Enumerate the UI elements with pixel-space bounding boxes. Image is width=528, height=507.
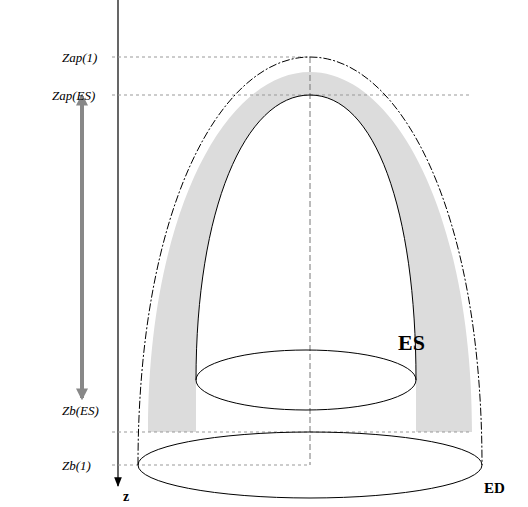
z-axis (117, 0, 118, 486)
level-label: Zap(ES) (52, 89, 95, 102)
level-label: Zap(1) (62, 51, 97, 64)
ed-contour (138, 57, 482, 465)
range-arrow (80, 96, 84, 398)
level-label: Zb(ES) (62, 404, 99, 417)
level-lines (112, 57, 472, 465)
phase-label: ES (398, 332, 425, 354)
es-contour (196, 95, 416, 380)
es-base (196, 350, 416, 410)
ed-base (138, 432, 482, 498)
axis-label: z (123, 490, 129, 504)
phase-label: ED (484, 481, 505, 496)
level-label: Zb(1) (62, 459, 91, 472)
